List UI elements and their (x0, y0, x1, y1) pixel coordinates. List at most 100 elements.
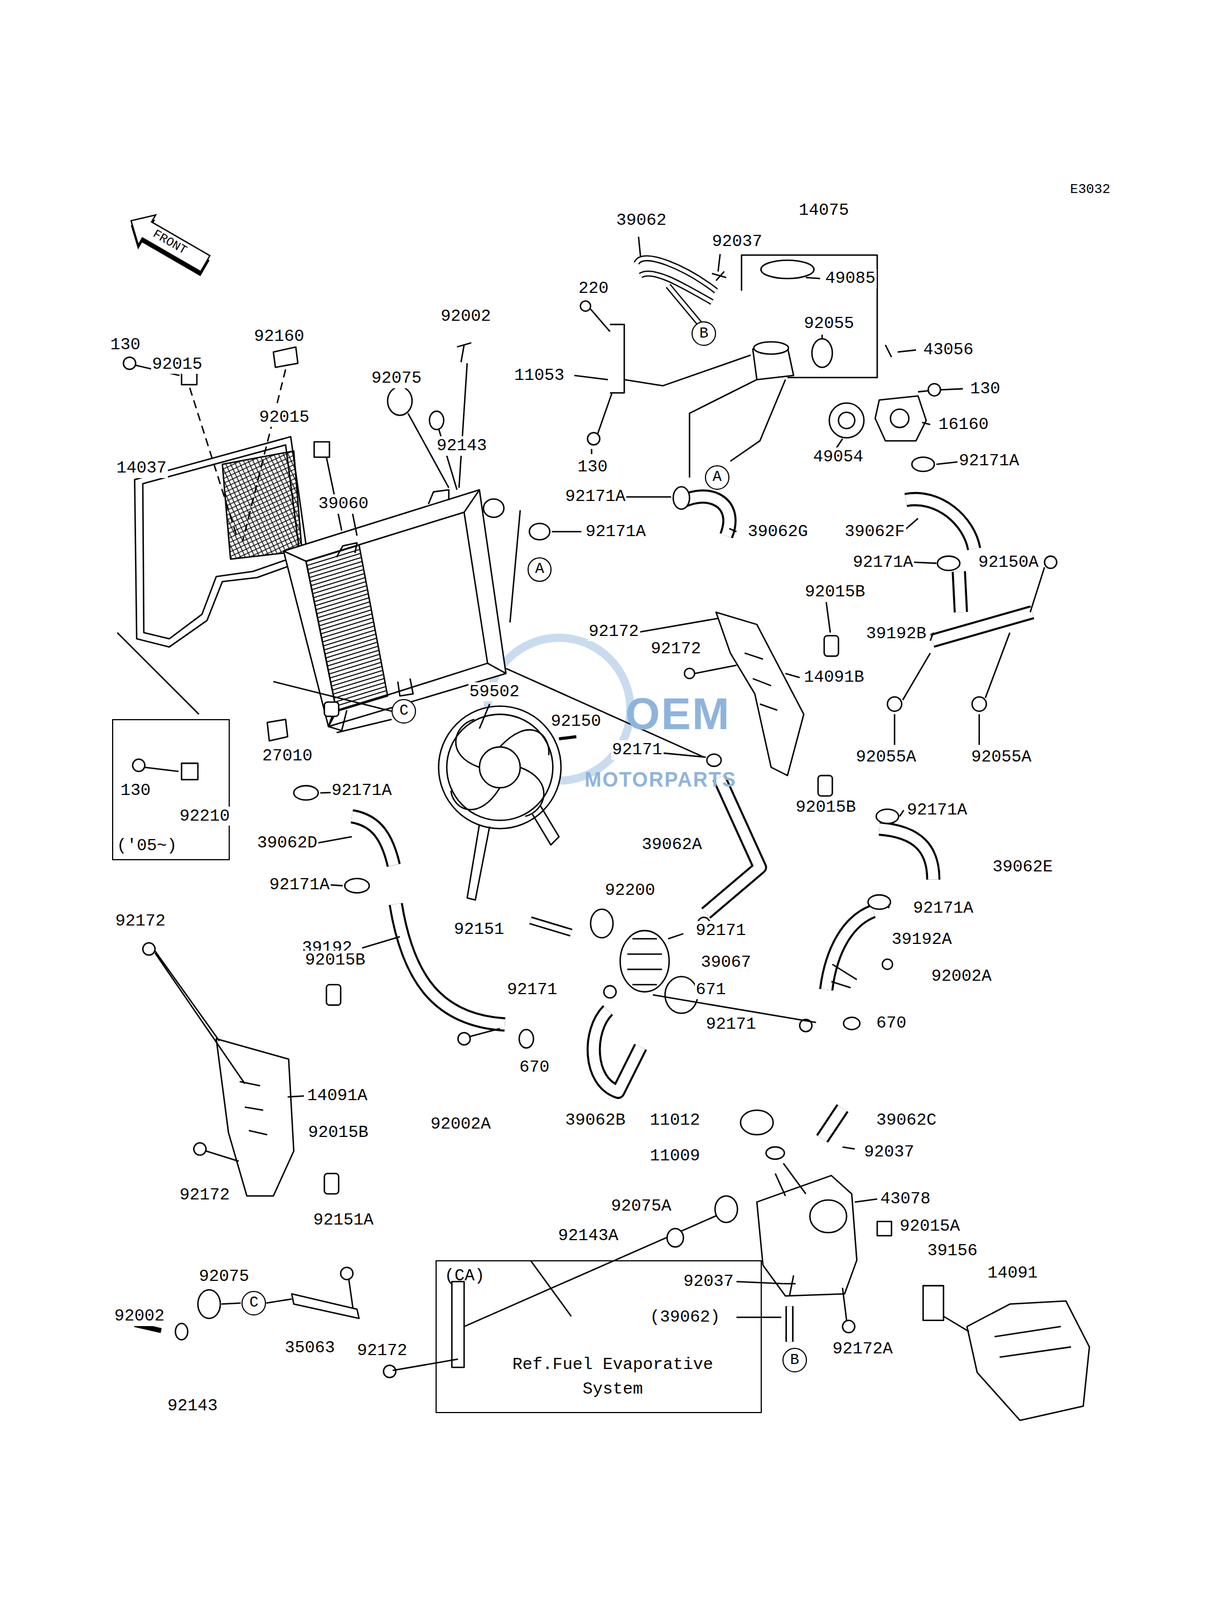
callout-number: 92015B (803, 582, 867, 602)
watermark-text: MOTORPARTS (583, 767, 738, 791)
callout-number: 39062B (563, 1110, 627, 1130)
callout-number: 43078 (879, 1188, 932, 1209)
callout-number: 92171 (505, 979, 559, 1000)
callout-number: 130 (576, 457, 609, 477)
callout-number: 92171 (704, 1014, 758, 1034)
callout-number: 39062A (640, 834, 704, 855)
callout-number: 92015B (303, 950, 367, 970)
callout-number: 39067 (699, 952, 753, 973)
callout-number: 43056 (921, 340, 975, 360)
callout-number: 39192B (864, 624, 928, 644)
callout-number: 92055 (802, 313, 855, 334)
callout-number: 39192A (890, 929, 954, 950)
callout-number: 39062G (746, 521, 810, 542)
callout-number: 92015B (307, 1122, 370, 1143)
callout-number: (39062) (648, 1307, 722, 1327)
callout-number: 39156 (926, 1240, 979, 1261)
callout-number: 92143A (557, 1225, 620, 1246)
callout-number: 92160 (253, 326, 306, 347)
callout-number: 92002A (429, 1114, 492, 1134)
node-label: C (399, 703, 409, 719)
callout-number: 92075A (610, 1196, 673, 1216)
callout-number: 92171A (957, 451, 1021, 471)
reference-circle: C (241, 1290, 267, 1316)
watermark-text: OEM (624, 688, 732, 740)
callout-number: 35063 (283, 1337, 336, 1358)
node-label: B (699, 326, 709, 342)
callout-number: 92037 (711, 231, 764, 252)
callout-number: 92171A (268, 875, 331, 895)
callout-number: 14091B (802, 667, 865, 688)
callout-number: 92015A (898, 1216, 961, 1236)
callout-number: 92171 (611, 740, 664, 760)
callout-number: 671 (694, 979, 728, 1000)
callout-number: 14091 (986, 1263, 1039, 1283)
node-label: A (534, 561, 544, 577)
callout-number: 92075 (197, 1266, 251, 1287)
callout-number: 16160 (937, 414, 990, 435)
callout-number: 92151A (312, 1210, 375, 1230)
callout-number: 92055A (854, 747, 918, 767)
callout-number: 92015 (258, 407, 311, 428)
callout-number: 14037 (115, 458, 168, 478)
callout-number: 92171A (905, 800, 969, 820)
callout-number: 92037 (862, 1142, 916, 1162)
callout-number: 92150A (977, 552, 1040, 573)
callout-number: 11012 (648, 1110, 702, 1130)
reference-circle: A (704, 465, 730, 490)
callout-number: 92171A (330, 780, 394, 801)
node-label: C (249, 1294, 259, 1310)
callout-number: 11053 (513, 365, 566, 386)
reference-note: Ref.Fuel Evaporative System (504, 1352, 722, 1401)
callout-number: 14075 (797, 200, 850, 221)
reference-circle: C (391, 698, 417, 724)
callout-number: 220 (577, 278, 610, 299)
callout-number: 130 (119, 780, 152, 801)
callout-number: 130 (969, 379, 1002, 399)
callout-number: 92172 (587, 621, 641, 642)
callout-number: 39062C (875, 1110, 938, 1130)
callout-number: 92171A (911, 898, 975, 918)
callout-number: 92171A (851, 552, 915, 573)
callout-number: 92143 (435, 436, 488, 456)
callout-number: 39062D (255, 833, 319, 853)
callout-number: 92037 (682, 1271, 736, 1292)
callout-number: 49085 (824, 268, 877, 289)
reference-circle: B (782, 1347, 807, 1372)
callout-number: 39062 (615, 210, 668, 231)
node-label: A (712, 469, 722, 485)
callout-number: 27010 (260, 746, 314, 766)
callout-number: 92172 (649, 639, 703, 659)
callout-number: 92171A (584, 521, 647, 542)
callout-number: 39060 (317, 494, 370, 514)
callout-number: 670 (518, 1057, 551, 1077)
reference-circle: A (527, 557, 553, 582)
callout-number: 49054 (811, 447, 865, 467)
callout-number: 14091A (306, 1085, 369, 1106)
callout-number: 92172A (831, 1338, 894, 1359)
callout-number: 92151 (452, 919, 506, 940)
diagram-code: E3032 (1069, 181, 1112, 198)
direction-arrow: FRONT (122, 206, 216, 279)
callout-number: 92172 (355, 1340, 409, 1361)
callout-number: 670 (875, 1013, 908, 1033)
callout-number: 92002 (113, 1306, 166, 1326)
callout-number: 11009 (648, 1146, 702, 1166)
callout-number: 92015B (794, 797, 858, 818)
callout-number: 92002 (439, 306, 492, 327)
callout-number: 92143 (166, 1395, 219, 1416)
callout-number: 92172 (114, 911, 167, 931)
callout-number: 92172 (178, 1185, 231, 1205)
callout-number: 92055A (969, 747, 1033, 767)
callout-number: 92210 (178, 806, 231, 826)
callout-number: 39062E (991, 857, 1055, 877)
callout-number: 92002A (930, 966, 993, 986)
callout-number: 92015 (151, 354, 204, 375)
callout-number: 92150 (549, 711, 603, 732)
node-label: B (790, 1352, 800, 1368)
callout-number: 92075 (370, 368, 423, 389)
node-label: (CA) (444, 1265, 485, 1286)
callout-number: 92171 (694, 920, 748, 941)
callout-number: 92171A (563, 486, 627, 507)
callout-number: 92200 (603, 880, 657, 901)
